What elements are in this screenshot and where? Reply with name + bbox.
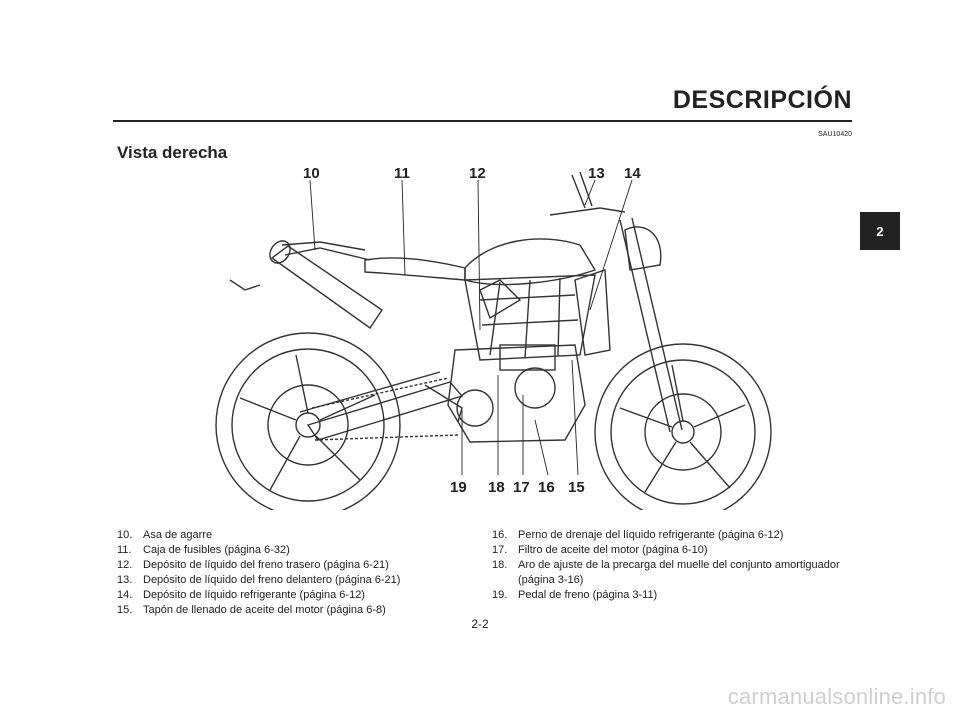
legend-item: 12. Depósito de líquido del freno traser… <box>117 558 477 573</box>
legend-number: 17. <box>492 544 508 556</box>
motorcycle-illustration: 10 11 12 13 14 15 16 17 18 19 <box>215 165 772 510</box>
leader-lines <box>309 179 633 476</box>
fuel-tank <box>464 238 597 286</box>
legend-number: 18. <box>492 559 508 571</box>
legend-item: 13. Depósito de líquido del freno delant… <box>117 573 477 588</box>
front-fork <box>619 217 683 433</box>
callout-10: 10 <box>303 165 320 182</box>
legend-text: Depósito de líquido refrigerante (página… <box>143 589 365 601</box>
exhaust <box>270 245 383 329</box>
title-rule <box>113 120 852 122</box>
section-title: Vista derecha <box>117 143 228 162</box>
engine <box>447 344 586 443</box>
legend-text: Caja de fusibles (página 6-32) <box>143 544 290 556</box>
legend-text: Tapón de llenado de aceite del motor (pá… <box>143 604 386 616</box>
legend-right: 16. Perno de drenaje del líquido refrige… <box>492 528 862 603</box>
document-code: SAU10420 <box>818 131 852 138</box>
seat <box>364 257 466 281</box>
callout-17: 17 <box>513 479 530 496</box>
callout-18: 18 <box>488 479 505 496</box>
legend-number: 12. <box>117 559 133 571</box>
callout-11: 11 <box>394 165 410 182</box>
watermark[interactable]: carmanualsonline.info <box>727 684 946 709</box>
legend-item: 17. Filtro de aceite del motor (página 6… <box>492 543 862 558</box>
legend-item: 18. Aro de ajuste de la precarga del mue… <box>492 558 862 588</box>
legend-text: Perno de drenaje del líquido refrigerant… <box>518 529 784 541</box>
legend-number: 13. <box>117 574 133 586</box>
legend-item: 10. Asa de agarre <box>117 528 477 543</box>
rear-tire <box>215 332 401 510</box>
motorcycle-drawing <box>215 171 772 510</box>
page-number: 2-2 <box>471 617 489 631</box>
legend-left: 10. Asa de agarre 11. Caja de fusibles (… <box>117 528 477 618</box>
legend-text: Depósito de líquido del freno trasero (p… <box>143 559 389 571</box>
legend-text: Asa de agarre <box>143 529 213 541</box>
callout-14: 14 <box>624 165 641 182</box>
handlebar <box>549 207 626 216</box>
front-tire <box>594 343 772 510</box>
legend-number: 19. <box>492 589 508 601</box>
legend-text: Aro de ajuste de la precarga del muelle … <box>518 559 840 586</box>
callout-15: 15 <box>568 479 585 496</box>
legend-item: 11. Caja de fusibles (página 6-32) <box>117 543 477 558</box>
legend-number: 14. <box>117 589 133 601</box>
legend-text: Filtro de aceite del motor (página 6-10) <box>518 544 708 556</box>
callout-13: 13 <box>588 165 605 182</box>
legend-item: 16. Perno de drenaje del líquido refrige… <box>492 528 862 543</box>
legend-number: 16. <box>492 529 508 541</box>
legend-item: 15. Tapón de llenado de aceite del motor… <box>117 603 477 618</box>
callout-12: 12 <box>469 165 486 182</box>
chapter-tab[interactable]: 2 <box>860 212 900 250</box>
legend-item: 14. Depósito de líquido refrigerante (pá… <box>117 588 477 603</box>
grab-rail <box>281 241 366 251</box>
legend-item: 19. Pedal de freno (página 3-11) <box>492 588 862 603</box>
callout-19: 19 <box>450 479 467 496</box>
legend-text: Pedal de freno (página 3-11) <box>518 589 658 601</box>
legend-number: 11. <box>117 544 132 556</box>
legend-number: 10. <box>117 529 133 541</box>
callout-16: 16 <box>538 479 555 496</box>
legend-text: Depósito de líquido del freno delantero … <box>143 574 401 586</box>
headlight <box>624 226 662 271</box>
legend-number: 15. <box>117 604 133 616</box>
page-title: DESCRIPCIÓN <box>672 86 852 114</box>
